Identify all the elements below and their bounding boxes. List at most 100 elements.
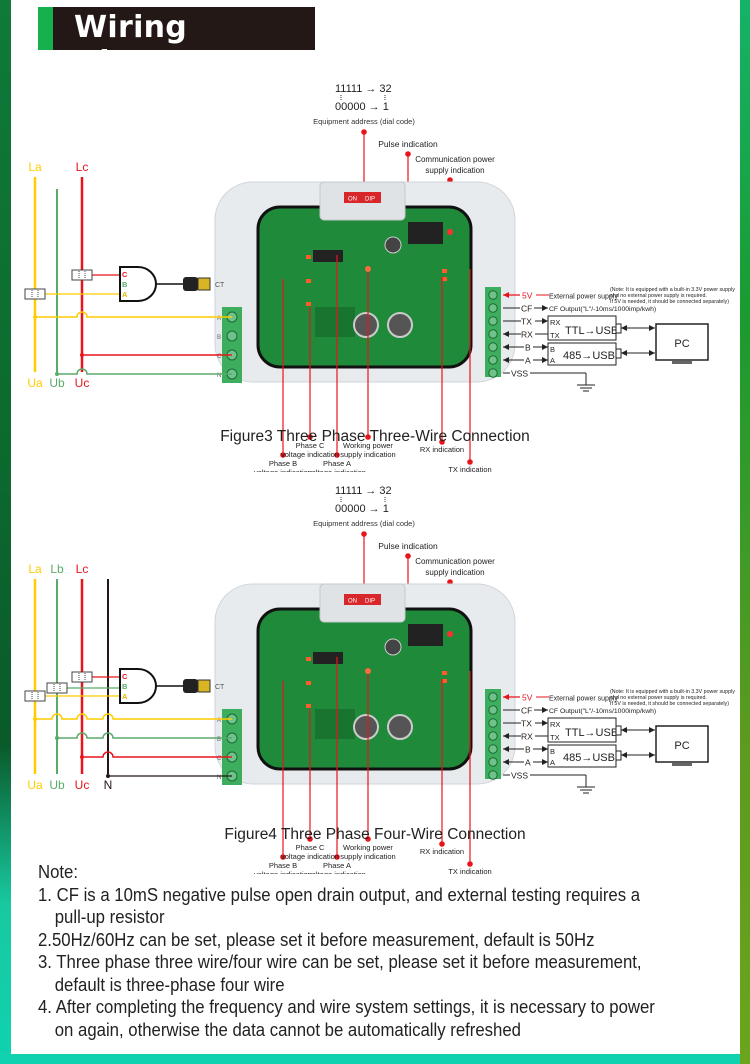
wiring-diagram-svg: 11111 → 32 00000 → 1 Equipment address (… [24, 83, 735, 472]
phase-c-label-2: voltage indication [281, 852, 339, 861]
line-label-top: La [28, 160, 42, 174]
ttl-usb-label: TTL→USB [565, 727, 618, 739]
phase-c-label-2: voltage indication [281, 450, 339, 459]
ct-combiner [119, 668, 157, 704]
rs485-a-label: A [550, 758, 555, 767]
wiring-diagram-svg: 11111 → 32 00000 → 1 Equipment address (… [24, 485, 735, 874]
working-led [365, 668, 371, 674]
rx-indication-label: RX indication [420, 445, 464, 454]
ct-port-label: CT [215, 282, 225, 289]
ct-port-label: CT [215, 684, 225, 691]
capacitor [353, 312, 379, 338]
cf-output-label: CF Output("L"/-10ms/1000imp/kwh) [549, 708, 656, 715]
comm-led [447, 229, 453, 235]
notes-section: Note: 1. CF is a 10mS negative pulse ope… [38, 861, 680, 1041]
ct-input-a: A [122, 692, 128, 701]
figure3-diagram: 11111 → 32 00000 → 1 Equipment address (… [0, 72, 750, 472]
junction-dot [55, 736, 59, 740]
ct-input-b: B [122, 280, 128, 289]
title-bar: Wiring Diagram [38, 7, 315, 80]
note-item-2: 2.50Hz/60Hz can be set, please set it be… [38, 929, 595, 950]
comm-power-label-2: supply indication [425, 166, 484, 175]
terminal-label-c: C [217, 354, 222, 360]
phase-led [306, 302, 311, 306]
power-note-1: (Note: It is equipped with a built-in 3.… [610, 287, 735, 293]
pulse-indication-label: Pulse indication [378, 139, 438, 149]
dip-switch[interactable] [344, 192, 381, 203]
external-power-label: External power supply [549, 696, 618, 703]
note-item-3: 3. Three phase three wire/four wire can … [38, 952, 642, 972]
ct-input-c: C [122, 270, 128, 279]
current-clamp [71, 269, 93, 281]
current-clamp [24, 288, 46, 300]
pin-5v-label: 5V [522, 693, 533, 703]
indicator-dot [361, 531, 367, 537]
tx-indication-label: TX indication [448, 465, 491, 472]
ct-input-a: A [122, 290, 128, 299]
note-item-3-cont: default is three-phase four wire [54, 974, 285, 995]
phase-b-label-1: Phase B [269, 459, 297, 468]
dial-line1: 11111 → 32 [335, 485, 392, 497]
ttl-rx-label: RX [550, 720, 560, 729]
figure3-caption: Figure3 Three Phase Three-Wire Connectio… [220, 428, 530, 445]
working-power-label-1: Working power [343, 843, 393, 852]
comm-power-label-1: Communication power [415, 557, 495, 566]
indicator-dot [361, 129, 367, 135]
note-item-4: 4. After completing the frequency and wi… [38, 997, 655, 1017]
working-power-label-2: supply indication [340, 450, 395, 459]
line-label-bottom: Uc [75, 376, 90, 390]
dip-on-label: ON [348, 599, 357, 605]
ttl-usb-label: TTL→USB [565, 325, 618, 337]
rs485-b-label: B [550, 747, 555, 756]
pin-cf-label: CF [521, 706, 532, 716]
capacitor [387, 312, 413, 338]
phase-c-label-1: Phase C [296, 441, 325, 450]
terminal-label-n: N [217, 775, 221, 781]
rs485-usb-label: 485→USB [563, 350, 615, 362]
dip-switch[interactable] [344, 594, 381, 605]
pc-monitor [655, 725, 709, 763]
phase-c-label-1: Phase C [296, 843, 325, 852]
pin-a-label: A [525, 356, 531, 366]
pin-5v-label: 5V [522, 291, 533, 301]
dial-label: Equipment address (dial code) [313, 117, 415, 126]
notes-heading: Note: [38, 862, 79, 882]
line-label-top: La [28, 562, 42, 576]
pin-vss-label: VSS [511, 771, 528, 781]
right-connections: 5V External power supply (Note: It is eq… [503, 689, 735, 794]
comm-led [447, 631, 453, 637]
rx-indication-label: RX indication [420, 847, 464, 856]
line-label-top: Lc [76, 160, 89, 174]
figure4-diagram: 11111 → 32 00000 → 1 Equipment address (… [0, 474, 750, 874]
ct-plug-tip [197, 277, 211, 291]
working-power-label-1: Working power [343, 441, 393, 450]
terminal-label-a: A [217, 718, 221, 724]
dial-line2: 00000 → 1 [335, 503, 389, 515]
relay [408, 624, 443, 646]
cf-output-label: CF Output("L"/-10ms/1000imp/kwh) [549, 306, 656, 313]
ttl-rx-label: RX [550, 318, 560, 327]
pin-a-label: A [525, 758, 531, 768]
line-label-bottom: Ua [27, 376, 43, 390]
line-label-bottom: Ub [49, 778, 65, 792]
pin-tx-label: TX [521, 719, 532, 729]
phase-led [306, 704, 311, 708]
note-item-1-cont: pull-up resistor [54, 907, 165, 927]
pin-rx-label: RX [521, 330, 533, 340]
dial-line1: 11111 → 32 [335, 83, 392, 95]
pcb-chip [315, 307, 355, 337]
title-accent [38, 7, 53, 50]
dip-dip-label: DIP [365, 197, 375, 203]
current-clamp [46, 682, 68, 694]
terminal-label-b: B [217, 737, 221, 743]
figure4-caption: Figure4 Three Phase Four-Wire Connection [224, 826, 526, 843]
tx-led [442, 277, 447, 281]
ttl-tx-label: TX [550, 331, 560, 340]
dip-on-label: ON [348, 197, 357, 203]
indicator-dot [447, 177, 453, 183]
tx-indication-label: TX indication [448, 867, 491, 874]
phase-b-label-2: voltage indication [254, 468, 312, 472]
ct-plug [183, 679, 198, 693]
indicator-dot [405, 151, 411, 157]
